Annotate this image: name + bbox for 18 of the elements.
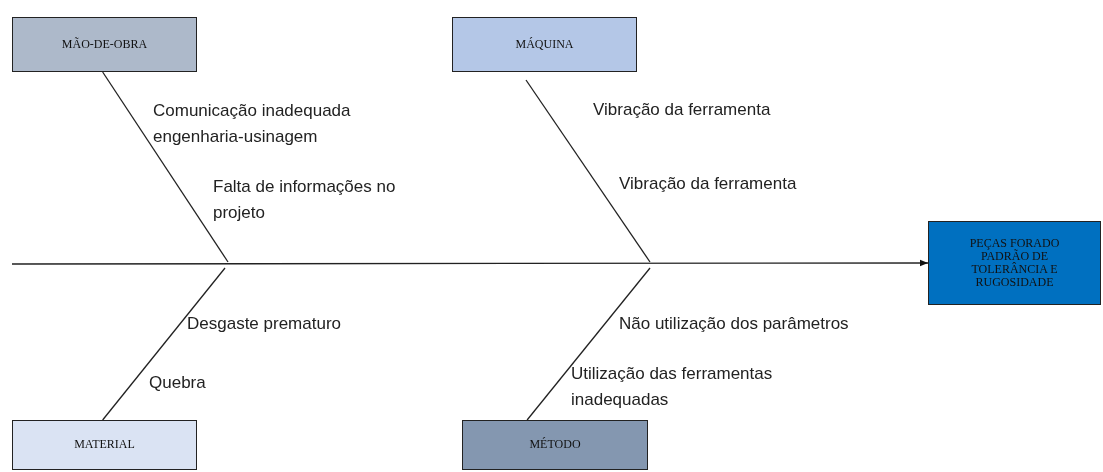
bone-line <box>102 267 226 421</box>
category-box: MÉTODO <box>462 420 648 470</box>
cause-label: Vibração da ferramenta <box>593 99 772 121</box>
cause-label: Utilização das ferramentas inadequadas <box>571 363 774 411</box>
category-box: MÁQUINA <box>452 17 637 72</box>
bone-line <box>526 267 651 421</box>
cause-label: Falta de informações no projeto <box>213 176 397 224</box>
category-box: MATERIAL <box>12 420 197 470</box>
category-box: MÃO-DE-OBRA <box>12 17 197 72</box>
cause-label: Quebra <box>149 372 207 394</box>
spine-arrow <box>11 259 929 267</box>
cause-label: Desgaste prematuro <box>187 313 343 335</box>
cause-label: Não utilização dos parâmetros <box>619 313 850 335</box>
effect-box: PEÇAS FORADO PADRÃO DE TOLERÂNCIA E RUGOSIDADE <box>928 221 1101 305</box>
bone-line <box>525 79 651 263</box>
bone-line <box>102 71 229 263</box>
cause-label: Comunicação inadequada engenharia-usinagem <box>153 100 352 148</box>
cause-label: Vibração da ferramenta <box>619 173 798 195</box>
